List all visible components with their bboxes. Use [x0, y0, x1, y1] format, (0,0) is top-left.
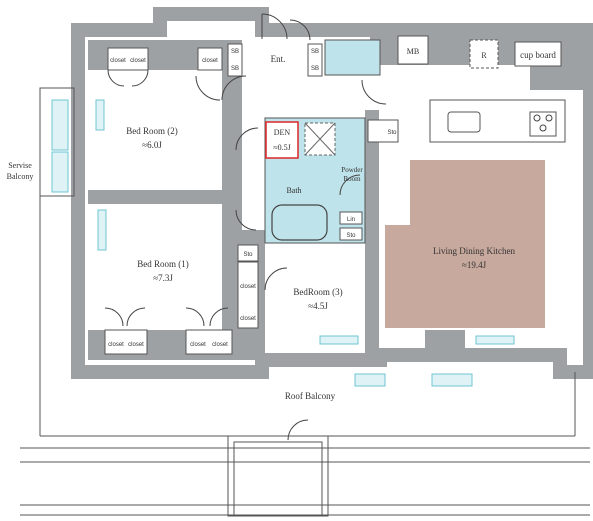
closet-label-2: closet	[130, 58, 146, 64]
shoe-box-label-b: SB	[231, 66, 239, 72]
den-label: DEN	[274, 128, 291, 137]
closet-label-9: closet	[240, 316, 256, 322]
closet-label-1: closet	[110, 58, 126, 64]
linen-label: Lin	[347, 217, 355, 223]
bedroom3-size: ≈4.5J	[308, 301, 328, 311]
stove	[529, 111, 557, 137]
bath-label: Bath	[286, 186, 301, 195]
closets	[104, 47, 259, 355]
powder-label-1: Powder	[341, 166, 363, 174]
powder-label-2: Room	[343, 175, 361, 183]
closet-label-6: closet	[190, 342, 206, 348]
bedroom2-size: ≈6.0J	[142, 140, 162, 150]
ldk-name: Living Dining Kitchen	[433, 246, 515, 256]
balcony-lines	[20, 87, 590, 517]
bedroom3-name: BedRoom (3)	[293, 287, 342, 297]
entrance-label: Ent.	[271, 54, 286, 64]
storage-label: Sto	[387, 130, 397, 136]
ldk-size: ≈19.4J	[462, 260, 487, 270]
cupboard	[514, 41, 562, 67]
ldk-floor	[385, 160, 545, 328]
storage-small-label: Sto	[243, 252, 253, 258]
den-size: ≈0.5J	[273, 143, 291, 152]
shoe-box-label-a: SB	[231, 49, 239, 55]
service-balcony-label-2: Balcony	[7, 172, 34, 181]
shoe-box-label-c: SB	[311, 49, 319, 55]
bedroom1-name: Bed Room (1)	[137, 259, 189, 269]
mb-label: MB	[407, 47, 419, 56]
refrigerator-label: R	[481, 51, 487, 60]
service-balcony-label-1: Servise	[8, 161, 32, 170]
door-swings	[104, 13, 387, 441]
closet-label-8: closet	[240, 284, 256, 290]
roof-balcony-label: Roof Balcony	[285, 391, 336, 401]
closet-label-7: closet	[212, 342, 228, 348]
closet-label-4: closet	[108, 342, 124, 348]
bedroom1-size: ≈7.3J	[153, 273, 173, 283]
bathtub	[271, 204, 328, 241]
windows	[51, 99, 515, 387]
closet-label-3: closet	[202, 58, 218, 64]
meter-box	[397, 35, 429, 65]
storage-bath-label: Sto	[346, 233, 356, 239]
shoe-box-label-d: SB	[311, 66, 319, 72]
kitchen-sink	[447, 111, 481, 133]
toilet-area	[324, 39, 381, 76]
refrigerator-space	[469, 39, 499, 69]
den-room	[265, 121, 299, 159]
cupboard-label: cup board	[520, 50, 556, 60]
closet-label-5: closet	[128, 342, 144, 348]
bedroom2-name: Bed Room (2)	[126, 126, 178, 136]
